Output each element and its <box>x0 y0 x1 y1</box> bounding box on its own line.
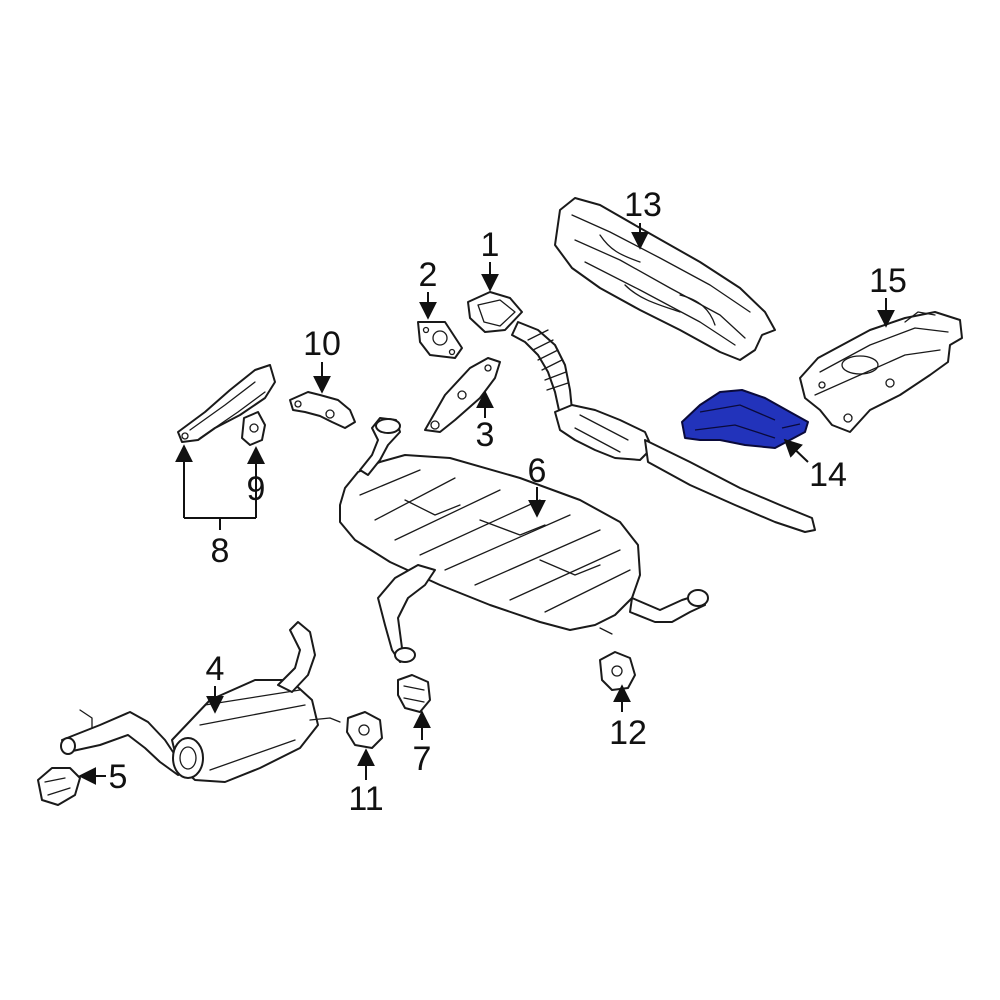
callout-11-label: 11 <box>348 780 383 818</box>
part-4-intermediate-muffler[interactable] <box>60 621 341 783</box>
part-8-heat-shield[interactable] <box>177 364 276 443</box>
callout-13: 13 <box>624 186 662 250</box>
callout-9-label: 9 <box>247 470 266 508</box>
part-11-insulator[interactable] <box>346 711 383 749</box>
callout-15: 15 <box>869 262 907 328</box>
callout-5-label: 5 <box>109 758 128 796</box>
part-12-insulator[interactable] <box>599 651 636 691</box>
callout-8-label: 8 <box>211 532 230 570</box>
part-14-heat-shield-highlighted[interactable] <box>681 389 809 449</box>
part-10-hanger-bracket[interactable] <box>289 391 356 429</box>
callout-2-label: 2 <box>419 256 438 294</box>
part-15-heat-shield[interactable] <box>799 311 963 433</box>
part-7-clamp[interactable] <box>397 674 431 713</box>
callout-1-label: 1 <box>481 226 500 264</box>
callout-9: 9 <box>247 446 266 508</box>
callout-6-label: 6 <box>528 452 547 490</box>
callout-8-bracket: 8 <box>175 444 265 570</box>
callout-7-label: 7 <box>413 740 432 778</box>
callout-11: 11 <box>348 748 384 818</box>
callout-10: 10 <box>303 325 341 394</box>
callout-13-label: 13 <box>624 186 662 224</box>
callout-10-label: 10 <box>303 325 341 363</box>
callout-12: 12 <box>609 684 647 752</box>
callout-2: 2 <box>419 256 438 320</box>
callout-5: 5 <box>78 758 128 796</box>
callout-12-label: 12 <box>609 714 647 752</box>
part-13-heat-shield[interactable] <box>554 197 776 361</box>
callout-4-label: 4 <box>206 650 225 688</box>
callout-3: 3 <box>476 390 495 454</box>
callout-6: 6 <box>528 452 547 518</box>
callout-1: 1 <box>481 226 500 292</box>
callout-4: 4 <box>206 650 225 714</box>
callout-14-label: 14 <box>809 456 847 494</box>
part-2-gasket[interactable] <box>417 321 463 359</box>
part-9-insulator[interactable] <box>241 411 266 446</box>
callout-14: 14 <box>783 438 847 494</box>
callout-3-label: 3 <box>476 416 495 454</box>
part-6-rear-muffler[interactable] <box>339 417 709 663</box>
part-1-front-pipe-catalytic-converter[interactable] <box>467 291 816 533</box>
part-5-clamp[interactable] <box>37 767 81 806</box>
part-3-bracket[interactable] <box>424 357 501 433</box>
callout-15-label: 15 <box>869 262 907 300</box>
callout-7: 7 <box>413 710 432 778</box>
